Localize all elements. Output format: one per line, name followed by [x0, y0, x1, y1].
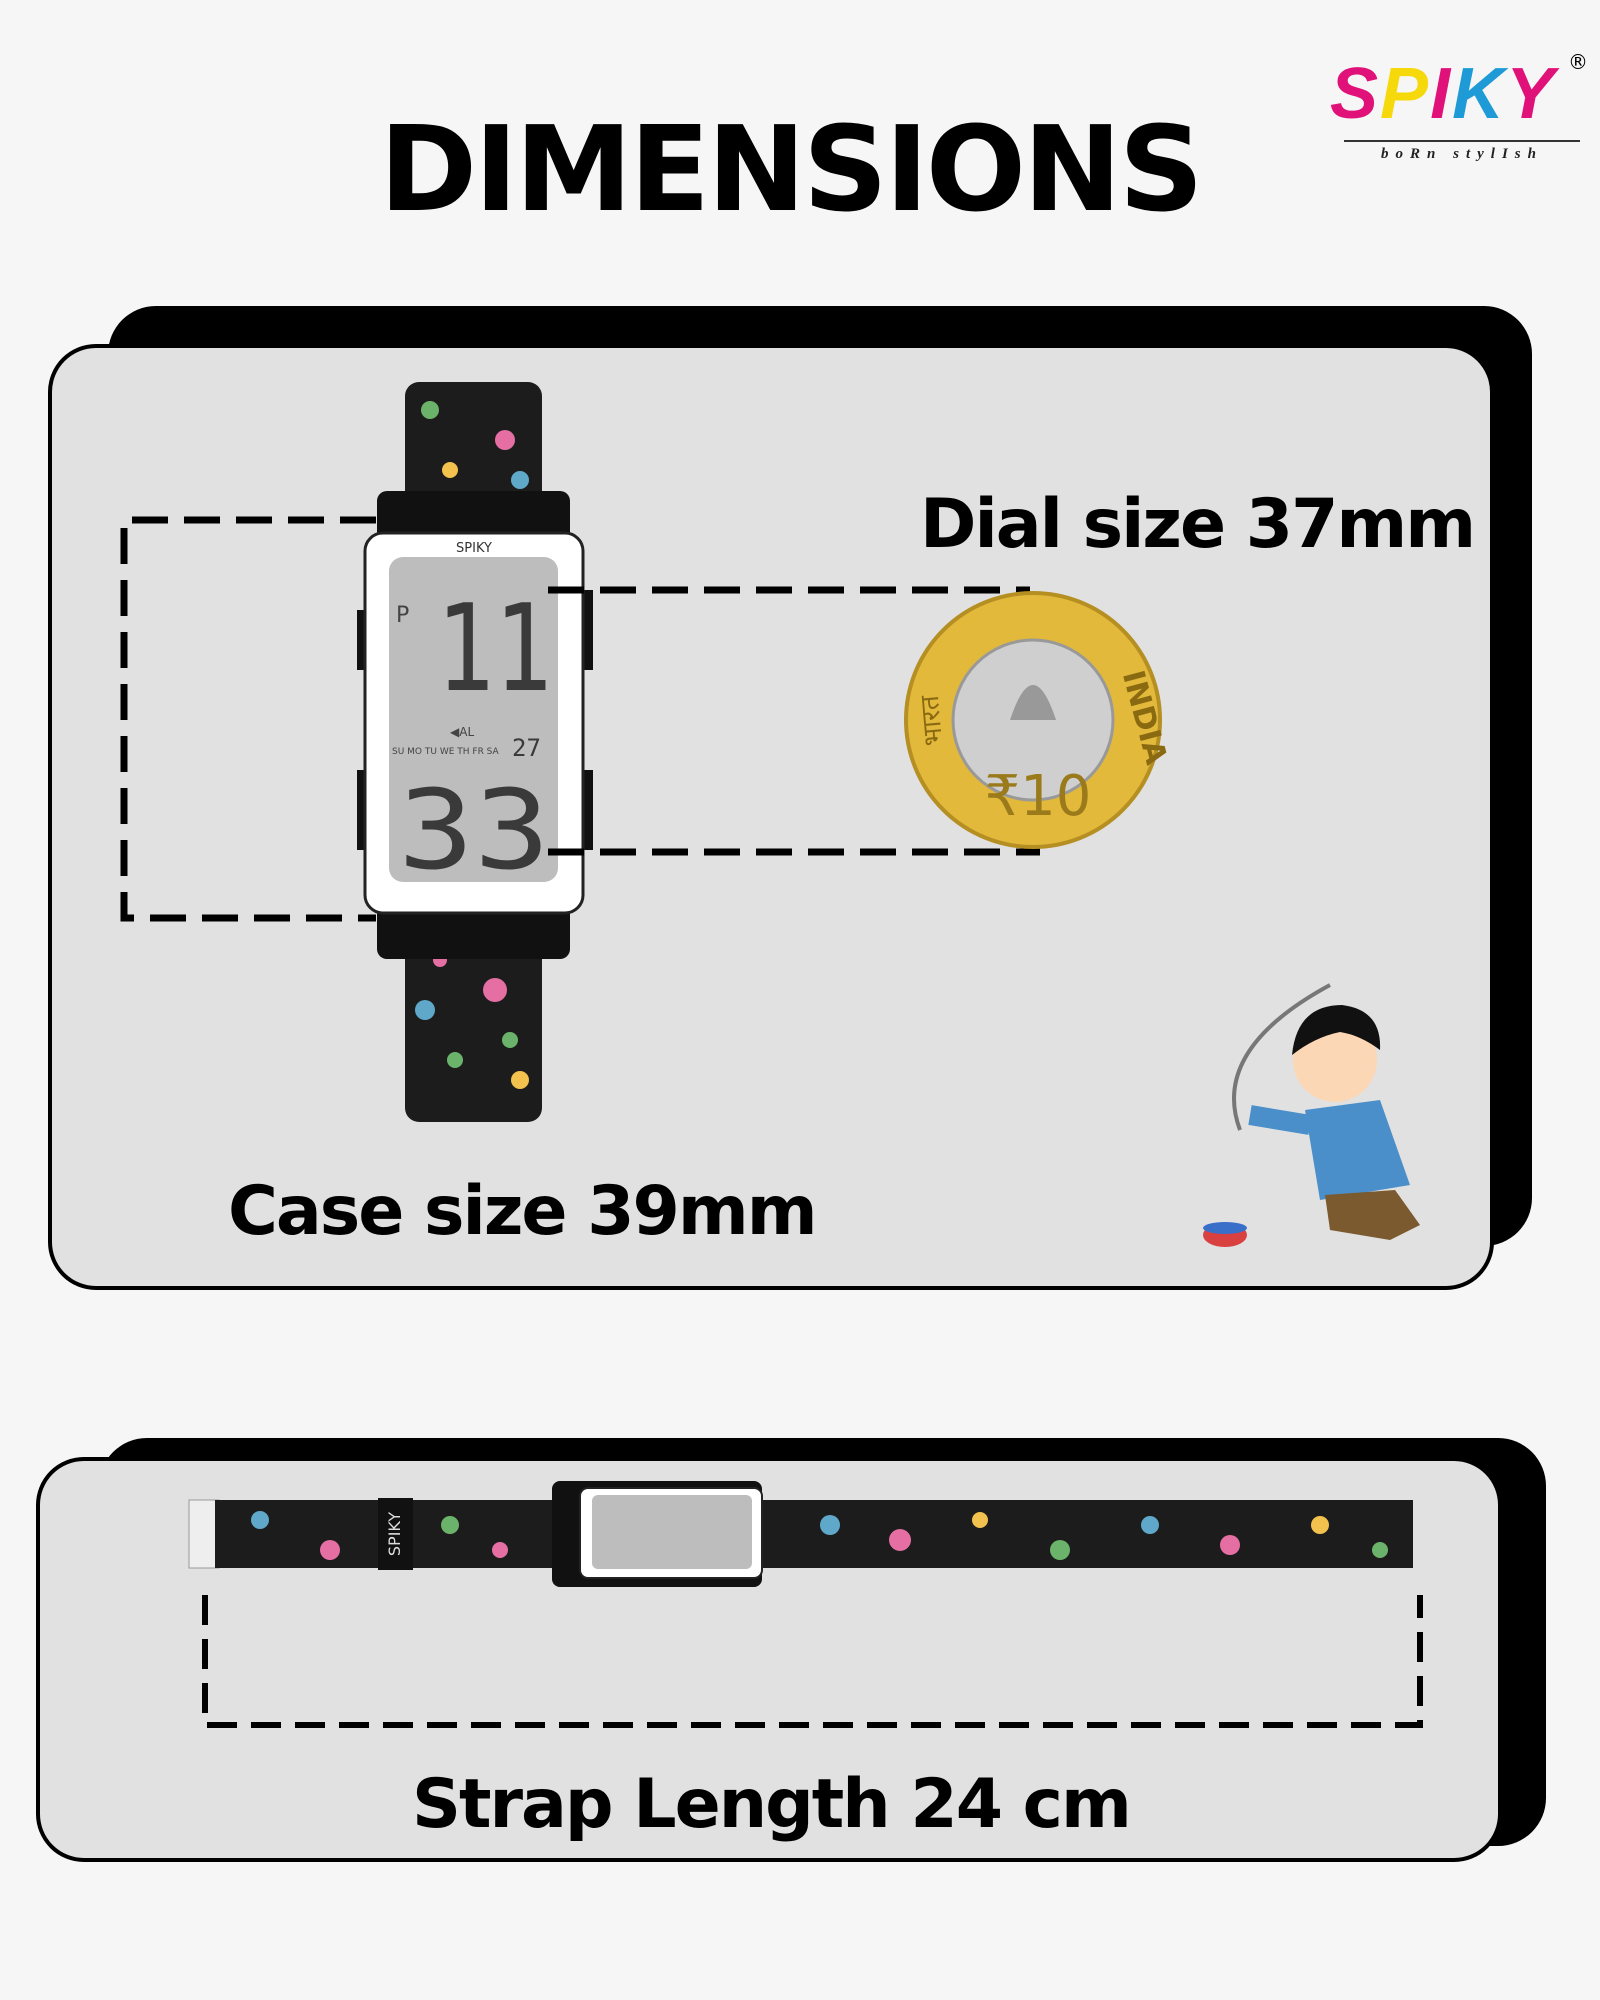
logo-divider [1344, 140, 1580, 142]
dial-panel [48, 344, 1494, 1290]
watch-weekdays: SU MO TU WE TH FR SA [392, 747, 500, 757]
coin-10-rupee: INDIA भारत ₹10 [904, 591, 1174, 849]
watch-pm-indicator: P [396, 603, 409, 628]
strap-length-label: Strap Length 24 cm [412, 1765, 1132, 1844]
dial-size-label: Dial size 37mm [920, 485, 1476, 564]
coin-denomination: ₹10 [985, 764, 1092, 829]
coin-hindi: भारत [915, 693, 949, 747]
strap-flat [215, 1500, 1413, 1568]
watch-date: 27 [512, 734, 541, 762]
case-size-label: Case size 39mm [228, 1172, 818, 1251]
brand-logo: SPIKY ® boRn stylIsh [1330, 52, 1590, 168]
watch-lcd [389, 557, 558, 882]
watch-brand: SPIKY [456, 541, 492, 556]
strap-illustration: SPIKY [188, 1481, 1423, 1728]
strap-pattern-dots [415, 401, 529, 1089]
case-size-bracket [120, 516, 376, 922]
strap-pattern-dots [251, 1511, 1388, 1560]
strap-length-bracket [202, 1595, 1423, 1728]
boy-spinning-top-illustration [1203, 983, 1420, 1247]
watch-minute: 33 [398, 766, 550, 894]
watch-hour: 11 [436, 580, 552, 719]
strap-keeper-brand: SPIKY [385, 1512, 404, 1556]
brand-logo-word: SPIKY [1330, 54, 1557, 134]
registered-mark: ® [1568, 50, 1588, 74]
brand-tagline: boRn stylIsh [1381, 146, 1543, 162]
page-title: DIMENSIONS [379, 100, 1204, 238]
dial-illustration: SPIKY P 11 ◀AL SU MO TU WE TH FR SA 27 3… [120, 382, 1420, 1247]
watch-alarm: ◀AL [450, 725, 474, 739]
